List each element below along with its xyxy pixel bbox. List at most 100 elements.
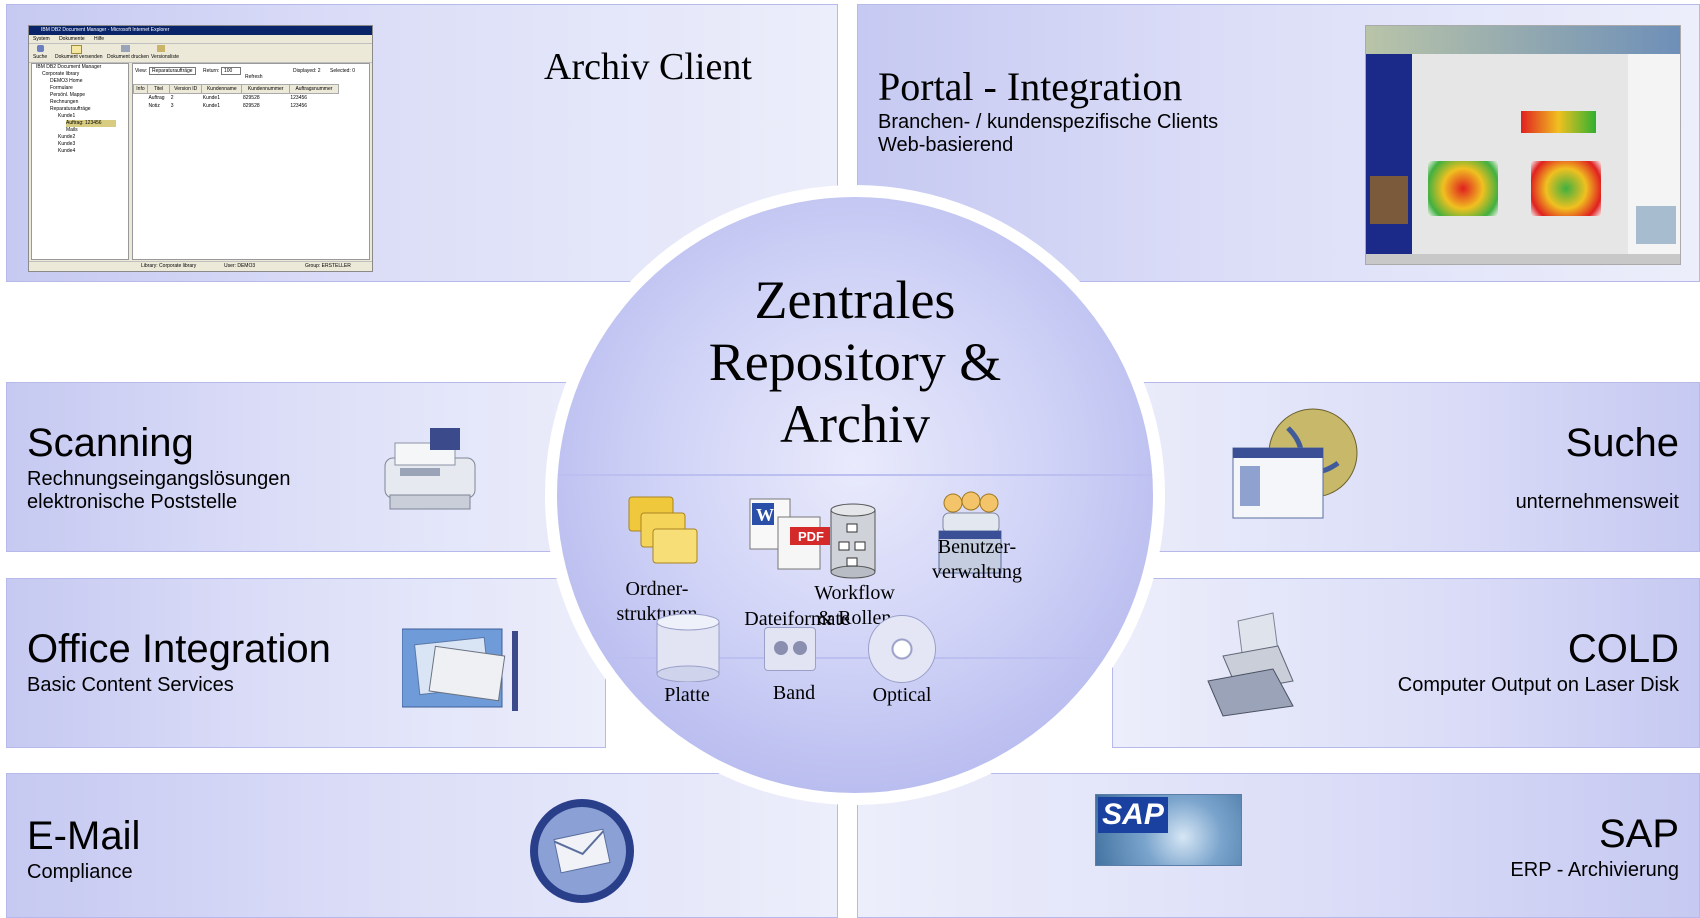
search-icon <box>37 45 44 52</box>
table-cell: 3 <box>170 103 174 109</box>
window-titlebar: IBM DB2 Document Manager - Microsoft Int… <box>29 26 372 35</box>
tree-item[interactable]: Rechnungen <box>50 99 79 105</box>
band-label: Band <box>772 682 816 704</box>
file-formats-icon: W <box>749 498 830 570</box>
column-header[interactable]: Version ID <box>169 84 203 94</box>
table-cell: Kunde1 <box>202 103 220 109</box>
menu-system[interactable]: System <box>33 36 50 42</box>
archiv-client-title: Archiv Client <box>544 46 752 88</box>
center-divider-top <box>557 474 1153 476</box>
portal-subtitle-2: Web-basierend <box>878 134 1014 156</box>
table-cell: Auftrag <box>148 95 165 101</box>
tree-item[interactable]: Kunde2 <box>58 134 76 140</box>
folder-tree: IBM DB2 Document Manager Corporate libra… <box>31 63 129 260</box>
center-divider-bottom <box>557 657 1153 659</box>
benutzer-label-line1: Benutzer- <box>937 536 1017 558</box>
toolbar-versenden[interactable]: Dokument versenden <box>55 54 103 60</box>
dateiformate-label: Dateiformate <box>744 608 850 630</box>
scanning-panel: Scanning Rechnungseingangslösungen elekt… <box>6 382 626 552</box>
scanning-title: Scanning <box>27 421 194 465</box>
column-header[interactable]: Auftragsnummer <box>288 84 340 94</box>
tree-item-selected[interactable]: Auftrag: 123456 <box>66 120 116 127</box>
folder-stack-icon <box>628 496 698 564</box>
menu-dokumente[interactable]: Dokumente <box>59 36 85 42</box>
workflow-label-line1: Workflow <box>814 582 895 604</box>
portal-gauge-1 <box>1521 111 1596 133</box>
view-select[interactable]: Reparaturaufträge <box>149 67 196 75</box>
cold-panel: COLD Computer Output on Laser Disk <box>1112 578 1700 748</box>
tree-item[interactable]: Reparaturaufträge <box>50 106 91 112</box>
center-title-line1: Zentrales <box>754 270 956 330</box>
table-row[interactable]: Auftrag 2 Kunde1 829528 123456 <box>134 94 339 103</box>
portal-title: Portal - Integration <box>878 64 1183 109</box>
portal-screenshot <box>1365 25 1681 265</box>
optical-label: Optical <box>872 684 932 706</box>
column-header[interactable]: Kundennummer <box>241 84 290 94</box>
tree-item[interactable]: IBM DB2 Document Manager <box>36 64 102 70</box>
tree-item[interactable]: Kunde3 <box>58 141 76 147</box>
suche-panel: Suche unternehmensweit <box>1082 382 1700 552</box>
column-header[interactable]: Info <box>133 84 148 94</box>
sap-logo-text: SAP <box>1098 797 1168 833</box>
menu-hilfe[interactable]: Hilfe <box>94 36 105 42</box>
portal-header <box>1366 26 1680 54</box>
center-title: Zentrales Repository & Archiv <box>557 269 1153 455</box>
window-statusbar: Library: Corporate library User: DEMO3 G… <box>29 261 372 271</box>
tree-item[interactable]: Kunde4 <box>58 148 76 154</box>
portal-sidebar <box>1366 54 1412 264</box>
tree-item[interactable]: Kunde1 <box>58 113 76 119</box>
view-label: View: <box>135 68 148 74</box>
benutzer-label-line2: verwaltung <box>932 561 1022 583</box>
tape-reel-left <box>774 641 788 655</box>
table-cell: Kunde1 <box>202 95 220 101</box>
return-label: Return: <box>203 68 220 74</box>
column-header[interactable]: Titel <box>146 84 171 94</box>
portal-heatmap-1 <box>1428 161 1498 216</box>
results-table: Info Titel Version ID Kundenname Kundenn… <box>133 84 340 110</box>
toolbar-suche[interactable]: Suche <box>33 54 48 60</box>
email-panel: E-Mail Compliance <box>6 773 838 918</box>
tree-item[interactable]: Persönl. Mappe <box>50 92 86 98</box>
envelope-icon <box>71 45 82 54</box>
user-management-icon <box>938 491 1002 574</box>
tree-item[interactable]: Mails <box>66 127 78 133</box>
tree-item[interactable]: DEMO3 Home <box>50 78 83 84</box>
fax-scanner-icon <box>384 428 476 510</box>
document-manager-screenshot: IBM DB2 Document Manager - Microsoft Int… <box>28 25 373 272</box>
table-row[interactable]: Notiz 3 Kunde1 829528 123456 <box>134 102 339 110</box>
table-cell: 2 <box>170 95 174 101</box>
toolbar-versionsliste[interactable]: Versionsliste <box>151 54 180 60</box>
sap-line1: ERP - Archivierung <box>1510 859 1679 881</box>
table-cell <box>134 94 148 103</box>
platte-label: Platte <box>664 684 710 706</box>
results-pane: View: Reparaturaufträge Return: 100 Refr… <box>132 63 370 260</box>
status-user: User: DEMO3 <box>224 263 256 269</box>
pdf-badge: PDF <box>798 529 824 544</box>
toolbar-drucken[interactable]: Dokument drucken <box>107 54 149 60</box>
return-input[interactable]: 100 <box>221 67 241 75</box>
workflow-label-line2: & Rollen <box>817 607 892 629</box>
ordner-label-line1: Ordner- <box>625 578 689 600</box>
workflow-cylinder-icon <box>830 503 876 579</box>
status-group: Group: ERSTELLER <box>305 263 351 269</box>
sap-logo: SAP <box>1095 794 1242 866</box>
email-line1: Compliance <box>27 861 133 883</box>
tree-item[interactable]: Formulare <box>50 85 73 91</box>
window-menu: System Dokumente Hilfe <box>29 35 372 44</box>
table-cell <box>134 102 148 110</box>
globe-search-icon <box>1232 408 1358 519</box>
email-globe-icon <box>530 799 634 903</box>
cold-printout-icon <box>1207 612 1294 717</box>
versions-icon <box>157 45 165 52</box>
refresh-button[interactable]: Refresh <box>245 74 263 80</box>
central-repository: Zentrales Repository & Archiv Ordner- st… <box>557 197 1153 793</box>
email-title: E-Mail <box>27 814 141 858</box>
suche-title: Suche <box>1565 421 1679 465</box>
table-cell: 829528 <box>242 103 260 109</box>
column-header[interactable]: Kundenname <box>201 84 243 94</box>
center-title-line3: Archiv <box>780 394 930 454</box>
portal-photo <box>1370 176 1408 224</box>
table-cell: Notiz <box>148 103 160 109</box>
displayed-count: Displayed: 2 <box>293 68 321 74</box>
tree-item[interactable]: Corporate library <box>42 71 80 77</box>
